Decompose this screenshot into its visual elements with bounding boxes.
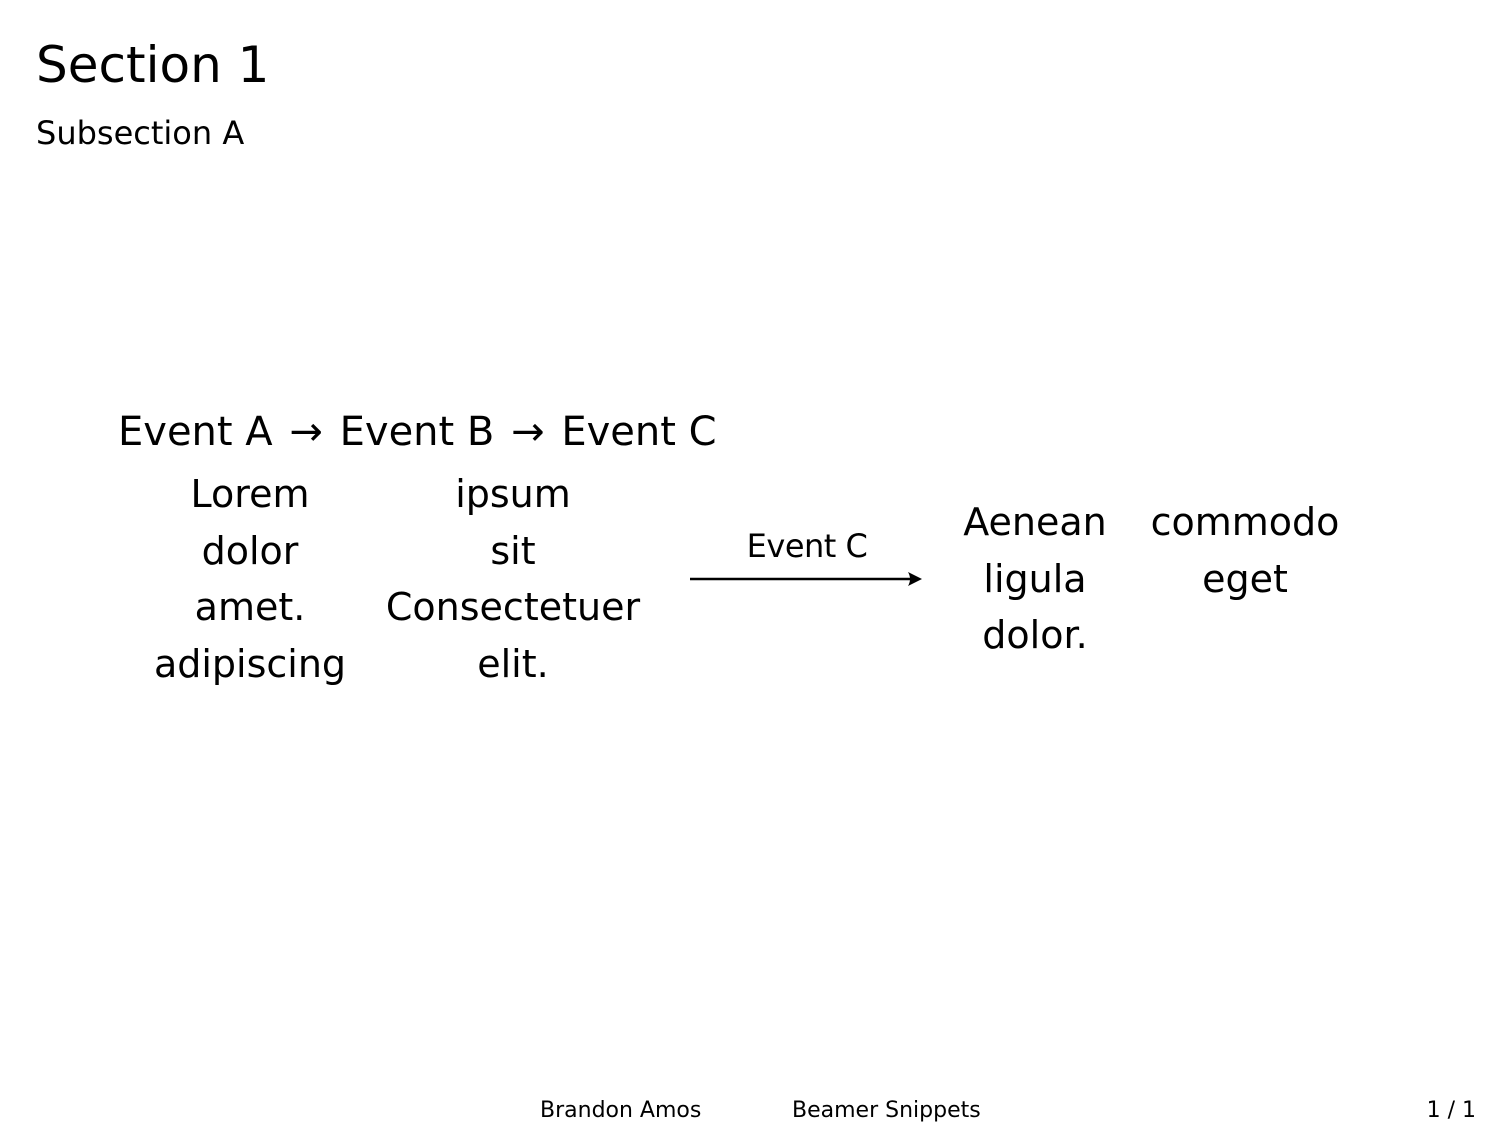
word: dolor. bbox=[982, 613, 1088, 658]
right-arrow-icon bbox=[690, 572, 922, 586]
word: adipiscing bbox=[153, 641, 347, 686]
word: commodo bbox=[1150, 500, 1340, 544]
word: Consectetuer bbox=[385, 585, 641, 630]
event-chain: Event A → Event B → Event C bbox=[118, 408, 717, 456]
transition-arrow: Event C bbox=[690, 530, 924, 594]
event-a: Event A bbox=[118, 409, 273, 455]
word-column-1: Lorem dolor amet. adipiscing bbox=[150, 466, 350, 692]
word: ligula bbox=[983, 556, 1087, 601]
slide-title: Section 1 bbox=[36, 36, 270, 94]
word-column-2: ipsum sit Consectetuer elit. bbox=[382, 466, 644, 692]
footer-title: Beamer Snippets bbox=[792, 1098, 981, 1123]
event-b: Event B bbox=[339, 409, 495, 455]
slide-subtitle: Subsection A bbox=[36, 114, 245, 152]
word: dolor bbox=[201, 528, 299, 573]
word-column-3: Aenean ligula dolor. bbox=[950, 494, 1120, 664]
page-number: 1 / 1 bbox=[1426, 1098, 1476, 1123]
footer-author: Brandon Amos bbox=[540, 1098, 702, 1123]
word: Lorem bbox=[190, 472, 310, 516]
transition-label: Event C bbox=[746, 527, 868, 565]
word: eget bbox=[1202, 556, 1288, 601]
event-c: Event C bbox=[561, 409, 717, 455]
chain-arrow-icon: → bbox=[289, 409, 323, 455]
word: sit bbox=[490, 528, 536, 573]
word: elit. bbox=[477, 641, 549, 686]
word: ipsum bbox=[455, 472, 571, 516]
word: Aenean bbox=[963, 500, 1107, 544]
word: amet. bbox=[194, 585, 306, 630]
word-column-4: commodo eget bbox=[1138, 494, 1352, 607]
chain-arrow-icon: → bbox=[511, 409, 545, 455]
